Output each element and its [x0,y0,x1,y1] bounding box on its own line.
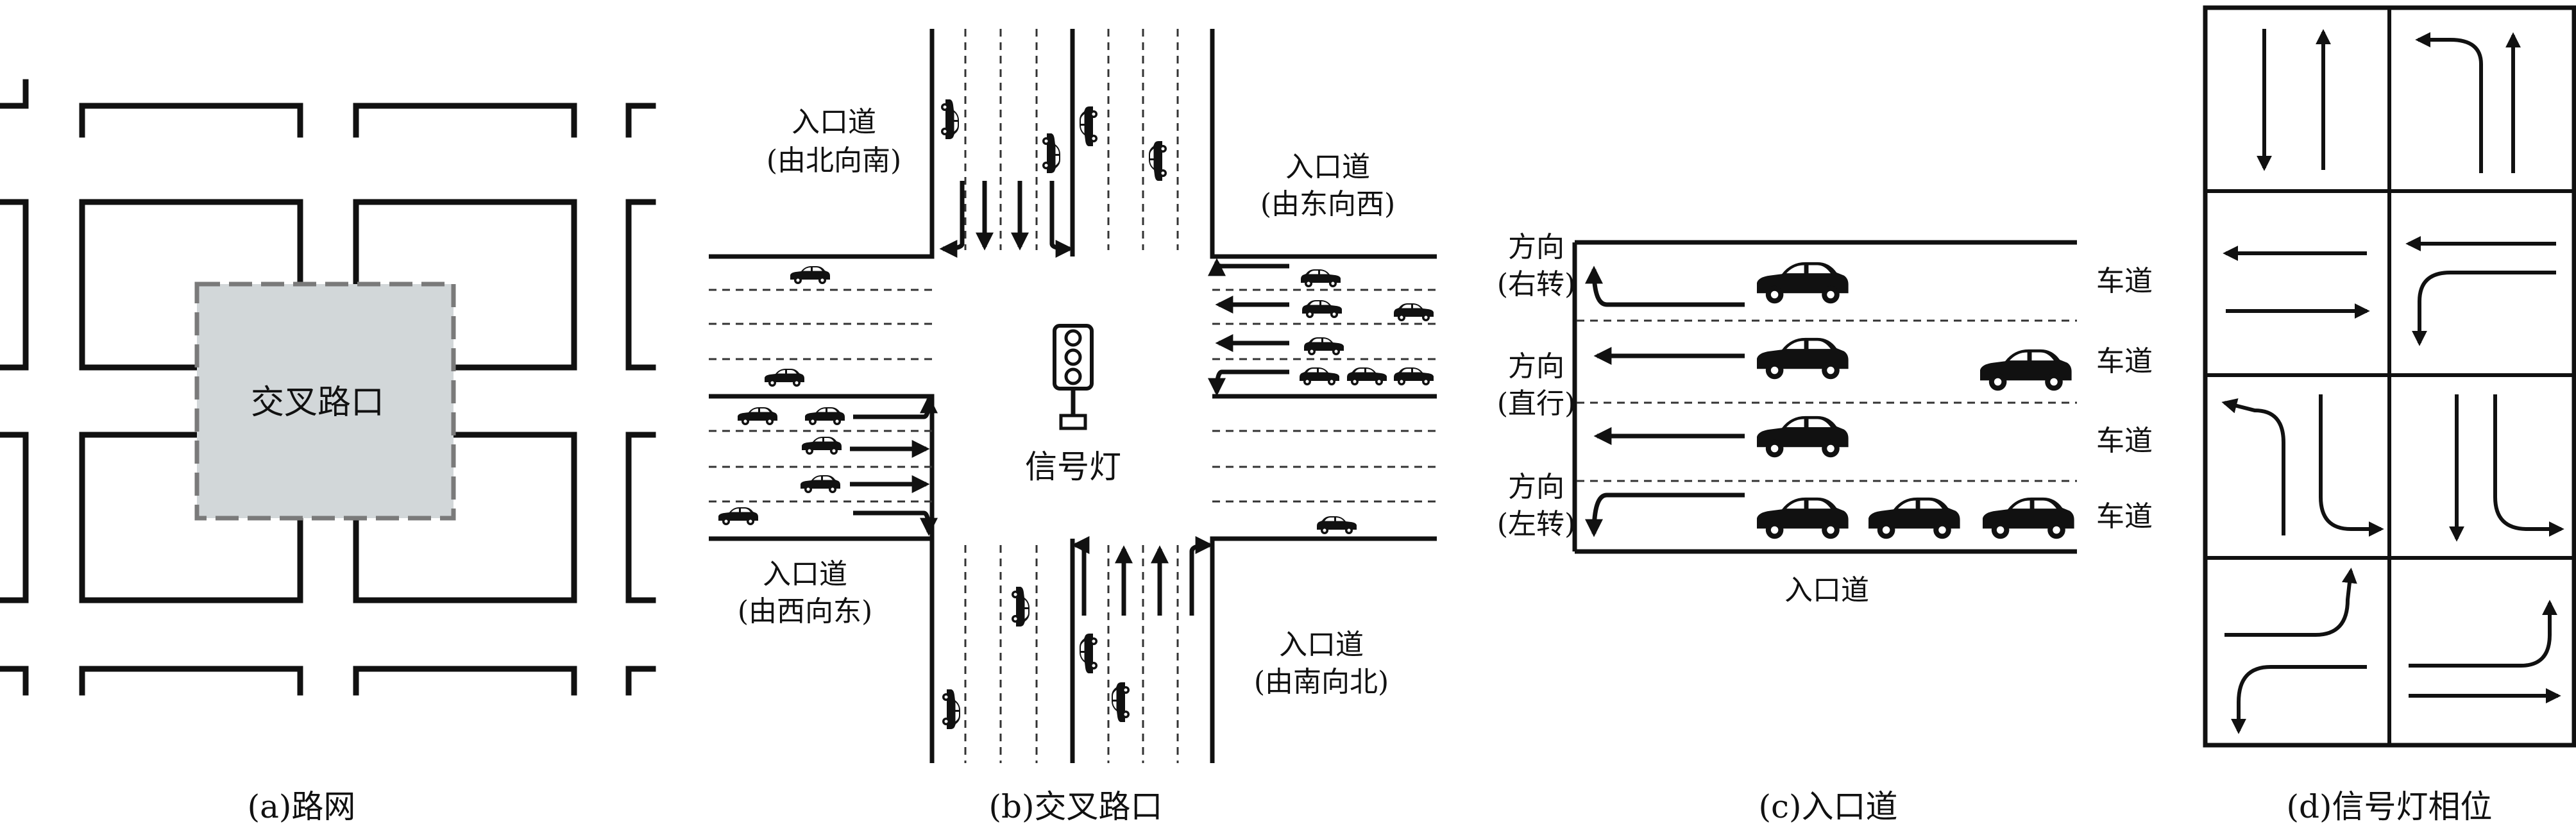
entry-north-line1: 入口道 [792,106,876,139]
phase-3b-sb-straight-left [2449,394,2564,542]
approach-label: 入口道 [1784,574,1869,607]
block [625,432,656,603]
intersection-highlight [194,282,456,521]
block [353,432,577,603]
intersection-label: 交叉路口 [251,383,384,422]
lane-label: 车道 [2096,425,2153,457]
lane-dividers [1577,319,2077,482]
approach-cars [1757,262,2074,539]
entry-east-line2: (由东向西) [1260,188,1395,221]
block [0,79,29,109]
right-turn-arrow [1585,265,1745,307]
traffic-light-icon [1053,324,1094,430]
entry-east-line1: 入口道 [1285,151,1370,183]
direction-left-line2: (左转) [1497,508,1575,541]
entry-west-line1: 入口道 [763,558,847,591]
phase-2b-wb-straight-left [2405,236,2556,346]
caption-d: (d)信号灯相位 [2286,788,2492,825]
left-turn-arrow [1585,492,1745,537]
phase-3a-ns-left [2221,394,2384,537]
block [625,103,656,138]
caption-a: (a)路网 [248,788,356,825]
entry-south-line2: (由南向北) [1254,666,1389,698]
block [625,199,656,371]
panel-d-signal-phases: (d)信号灯相位 [2203,5,2576,825]
caption-b: (b)交叉路口 [988,788,1162,825]
lane-label: 车道 [2096,265,2153,298]
entry-north-line2: (由北向南) [767,144,901,177]
block [0,199,29,371]
entry-west-line2: (由西向东) [738,595,872,628]
block [353,103,577,138]
phase-1b-nb-left-straight [2415,32,2521,173]
block [79,103,303,138]
phase-grid-lines [2205,8,2574,745]
signal-label: 信号灯 [1025,448,1121,485]
north-lane-arrows [939,181,1074,258]
east-lane-arrows [1208,258,1289,396]
block [0,666,29,696]
direction-straight-line2: (直行) [1497,387,1575,420]
direction-right-line1: 方向 [1508,231,1564,264]
west-lane-arrows [850,395,938,536]
phase-1a-ns-straight [2257,29,2331,171]
direction-right-line2: (右转) [1497,268,1575,301]
block [353,666,577,696]
entry-south-line1: 入口道 [1279,628,1364,661]
phase-4a-ew-left [2224,568,2367,734]
panel-c-approach: 方向 (右转) 方向 (直行) 方向 (左转) 车道 车道 车道 车道 入口道 … [1497,231,2153,825]
lane-label: 车道 [2096,345,2153,378]
lane-dashes [709,29,1437,763]
phase-2a-ew-straight [2223,246,2370,319]
direction-left-line1: 方向 [1508,471,1564,503]
direction-straight-line1: 方向 [1508,350,1564,383]
road-edge [1210,29,1437,259]
south-lane-arrows [1071,536,1214,616]
lane-label: 车道 [2096,500,2153,533]
block [79,666,303,696]
panel-b-intersection: 信号灯 入口道 (由北向南) 入口道 (由东向西) 入口道 (由西向东) 入口道… [709,29,1437,825]
road-edge [709,29,935,259]
block [0,432,29,603]
panel-a-road-network: 交叉路口 (a)路网 [0,79,656,825]
cars-horizontal [718,266,1434,534]
phase-4b-eb-straight-left [2409,600,2561,703]
block [625,666,656,696]
caption-c: (c)入口道 [1758,788,1897,825]
